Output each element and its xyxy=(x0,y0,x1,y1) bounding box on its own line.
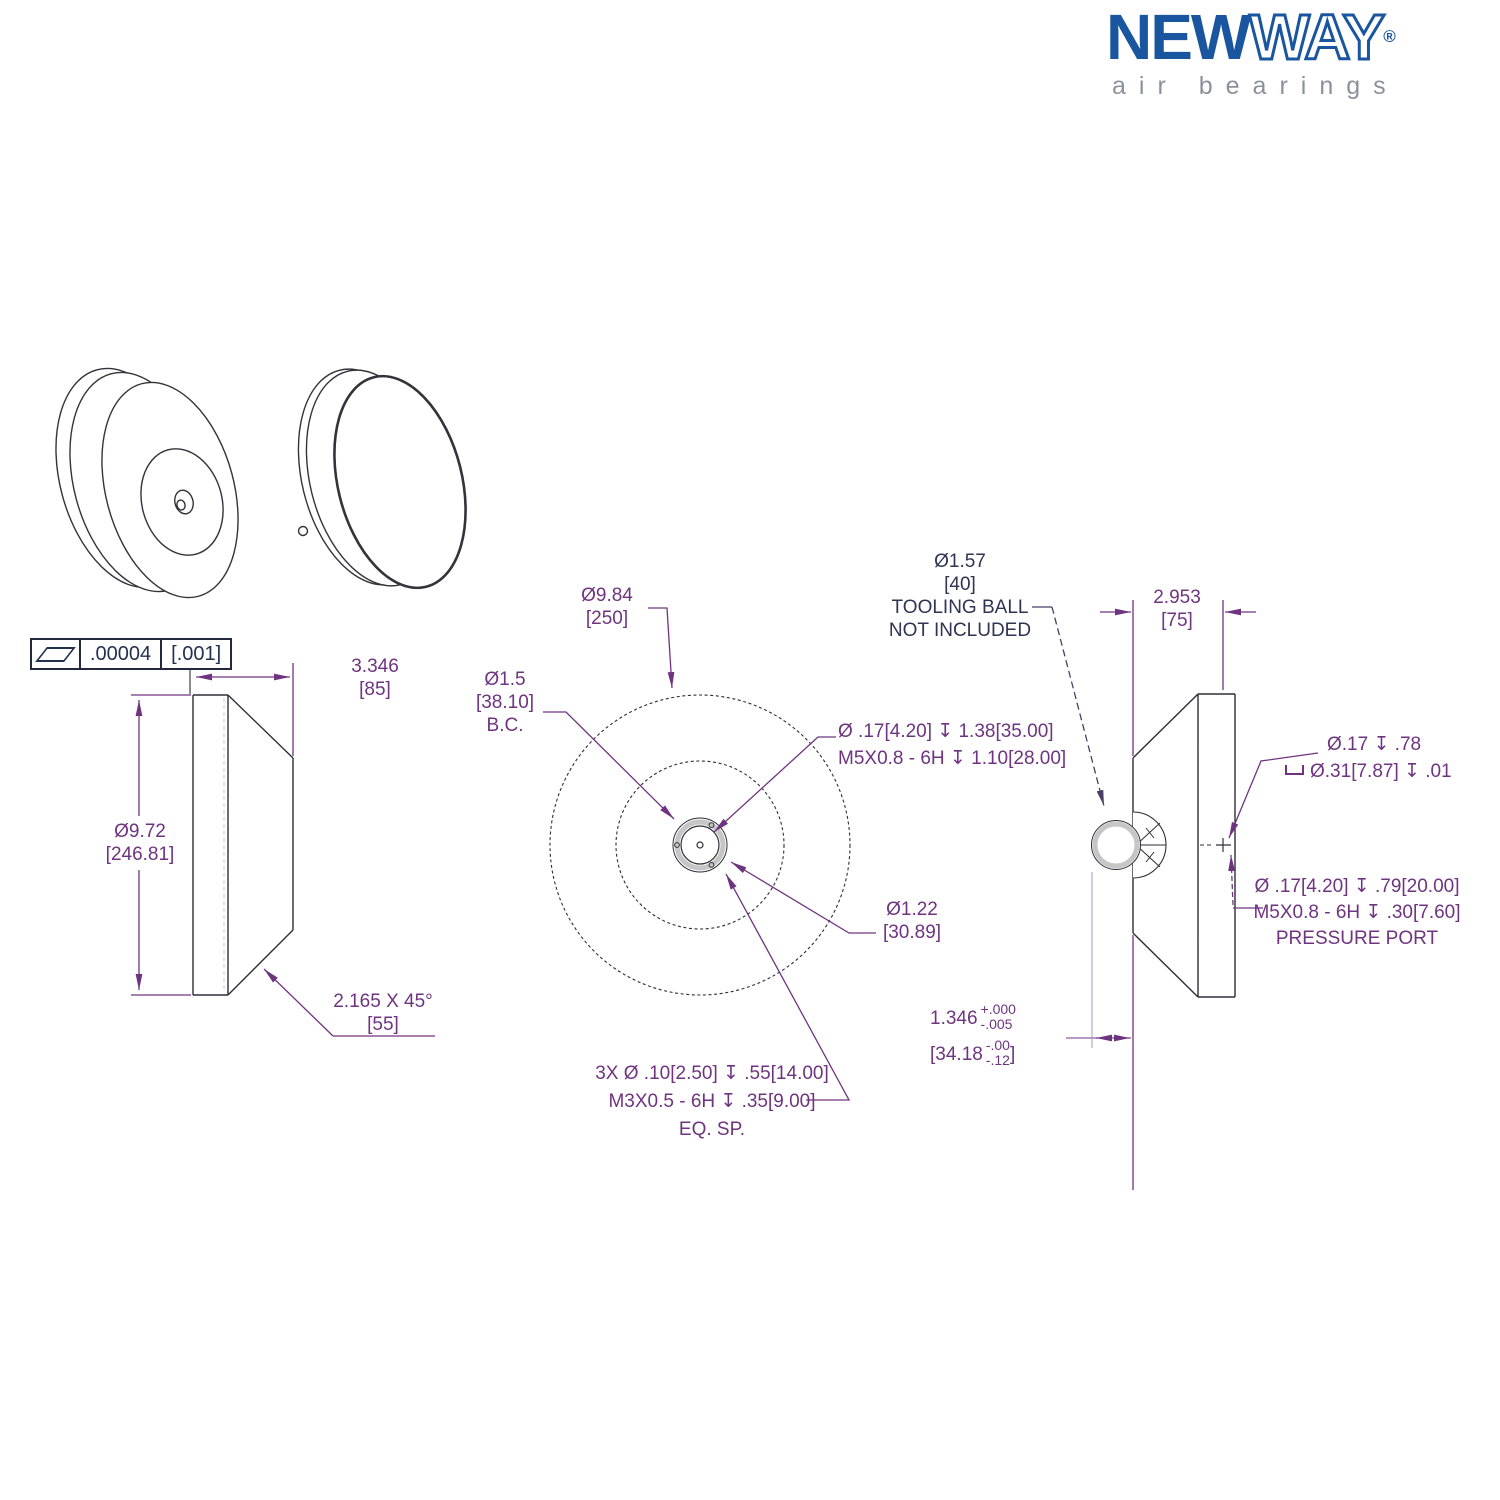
isometric-views xyxy=(55,367,467,599)
section-view-geometry xyxy=(1091,693,1236,998)
diameter-dimension: Ø9.72 [246.81] xyxy=(102,820,178,866)
flatness-icon xyxy=(35,646,76,662)
side-view-geometry xyxy=(189,668,294,996)
depth-dimension: 3.346 [85] xyxy=(351,656,399,700)
logo-way: WAY xyxy=(1248,1,1387,73)
counterbore-icon xyxy=(1285,765,1304,775)
newway-logo: NEWWAY® air bearings xyxy=(1106,4,1496,101)
flatness-control-frame: .00004 [.001] xyxy=(30,638,233,670)
vent-hole-line1: Ø.17 ↧ .78 xyxy=(1327,734,1422,755)
flatness-value-inch: .00004 xyxy=(81,640,163,668)
newway-wordmark: NEWWAY® xyxy=(1106,4,1496,71)
logo-tagline: air bearings xyxy=(1112,72,1399,100)
mounting-holes-callout: 3X Ø .10[2.50] ↧ .55[14.00] M3X0.5 - 6H … xyxy=(595,1063,829,1140)
tooling-ball-callout: Ø1.57 [40] TOOLING BALL NOT INCLUDED xyxy=(888,551,1032,641)
registered-mark: ® xyxy=(1383,27,1396,46)
socket-diameter-callout: Ø1.22 [30.89] xyxy=(882,899,942,943)
logo-new: NEW xyxy=(1106,1,1251,73)
outer-diameter-callout: Ø9.84 [250] xyxy=(581,585,633,629)
flatness-value-metric: [.001] xyxy=(171,643,222,665)
center-tap-callout: Ø .17[4.20] ↧ 1.38[35.00] M5X0.8 - 6H ↧ … xyxy=(838,721,1067,769)
vent-hole-line2: Ø.31[7.87] ↧ .01 xyxy=(1285,760,1452,783)
flatness-symbol-cell xyxy=(32,640,81,668)
chamfer-dimension: 2.165 X 45° [55] xyxy=(333,991,433,1035)
dimension-lines xyxy=(131,600,1319,1190)
ball-offset-dimension: 1.346+.000-.005 [34.18-.00-.12] xyxy=(930,1001,1016,1068)
width-dimension: 2.953 [75] xyxy=(1150,586,1204,632)
bolt-circle-callout: Ø1.5 [38.10] B.C. xyxy=(475,669,535,736)
pressure-port-callout: Ø .17[4.20] ↧ .79[20.00] M5X0.8 - 6H ↧ .… xyxy=(1253,876,1461,949)
front-view-geometry xyxy=(549,694,851,996)
